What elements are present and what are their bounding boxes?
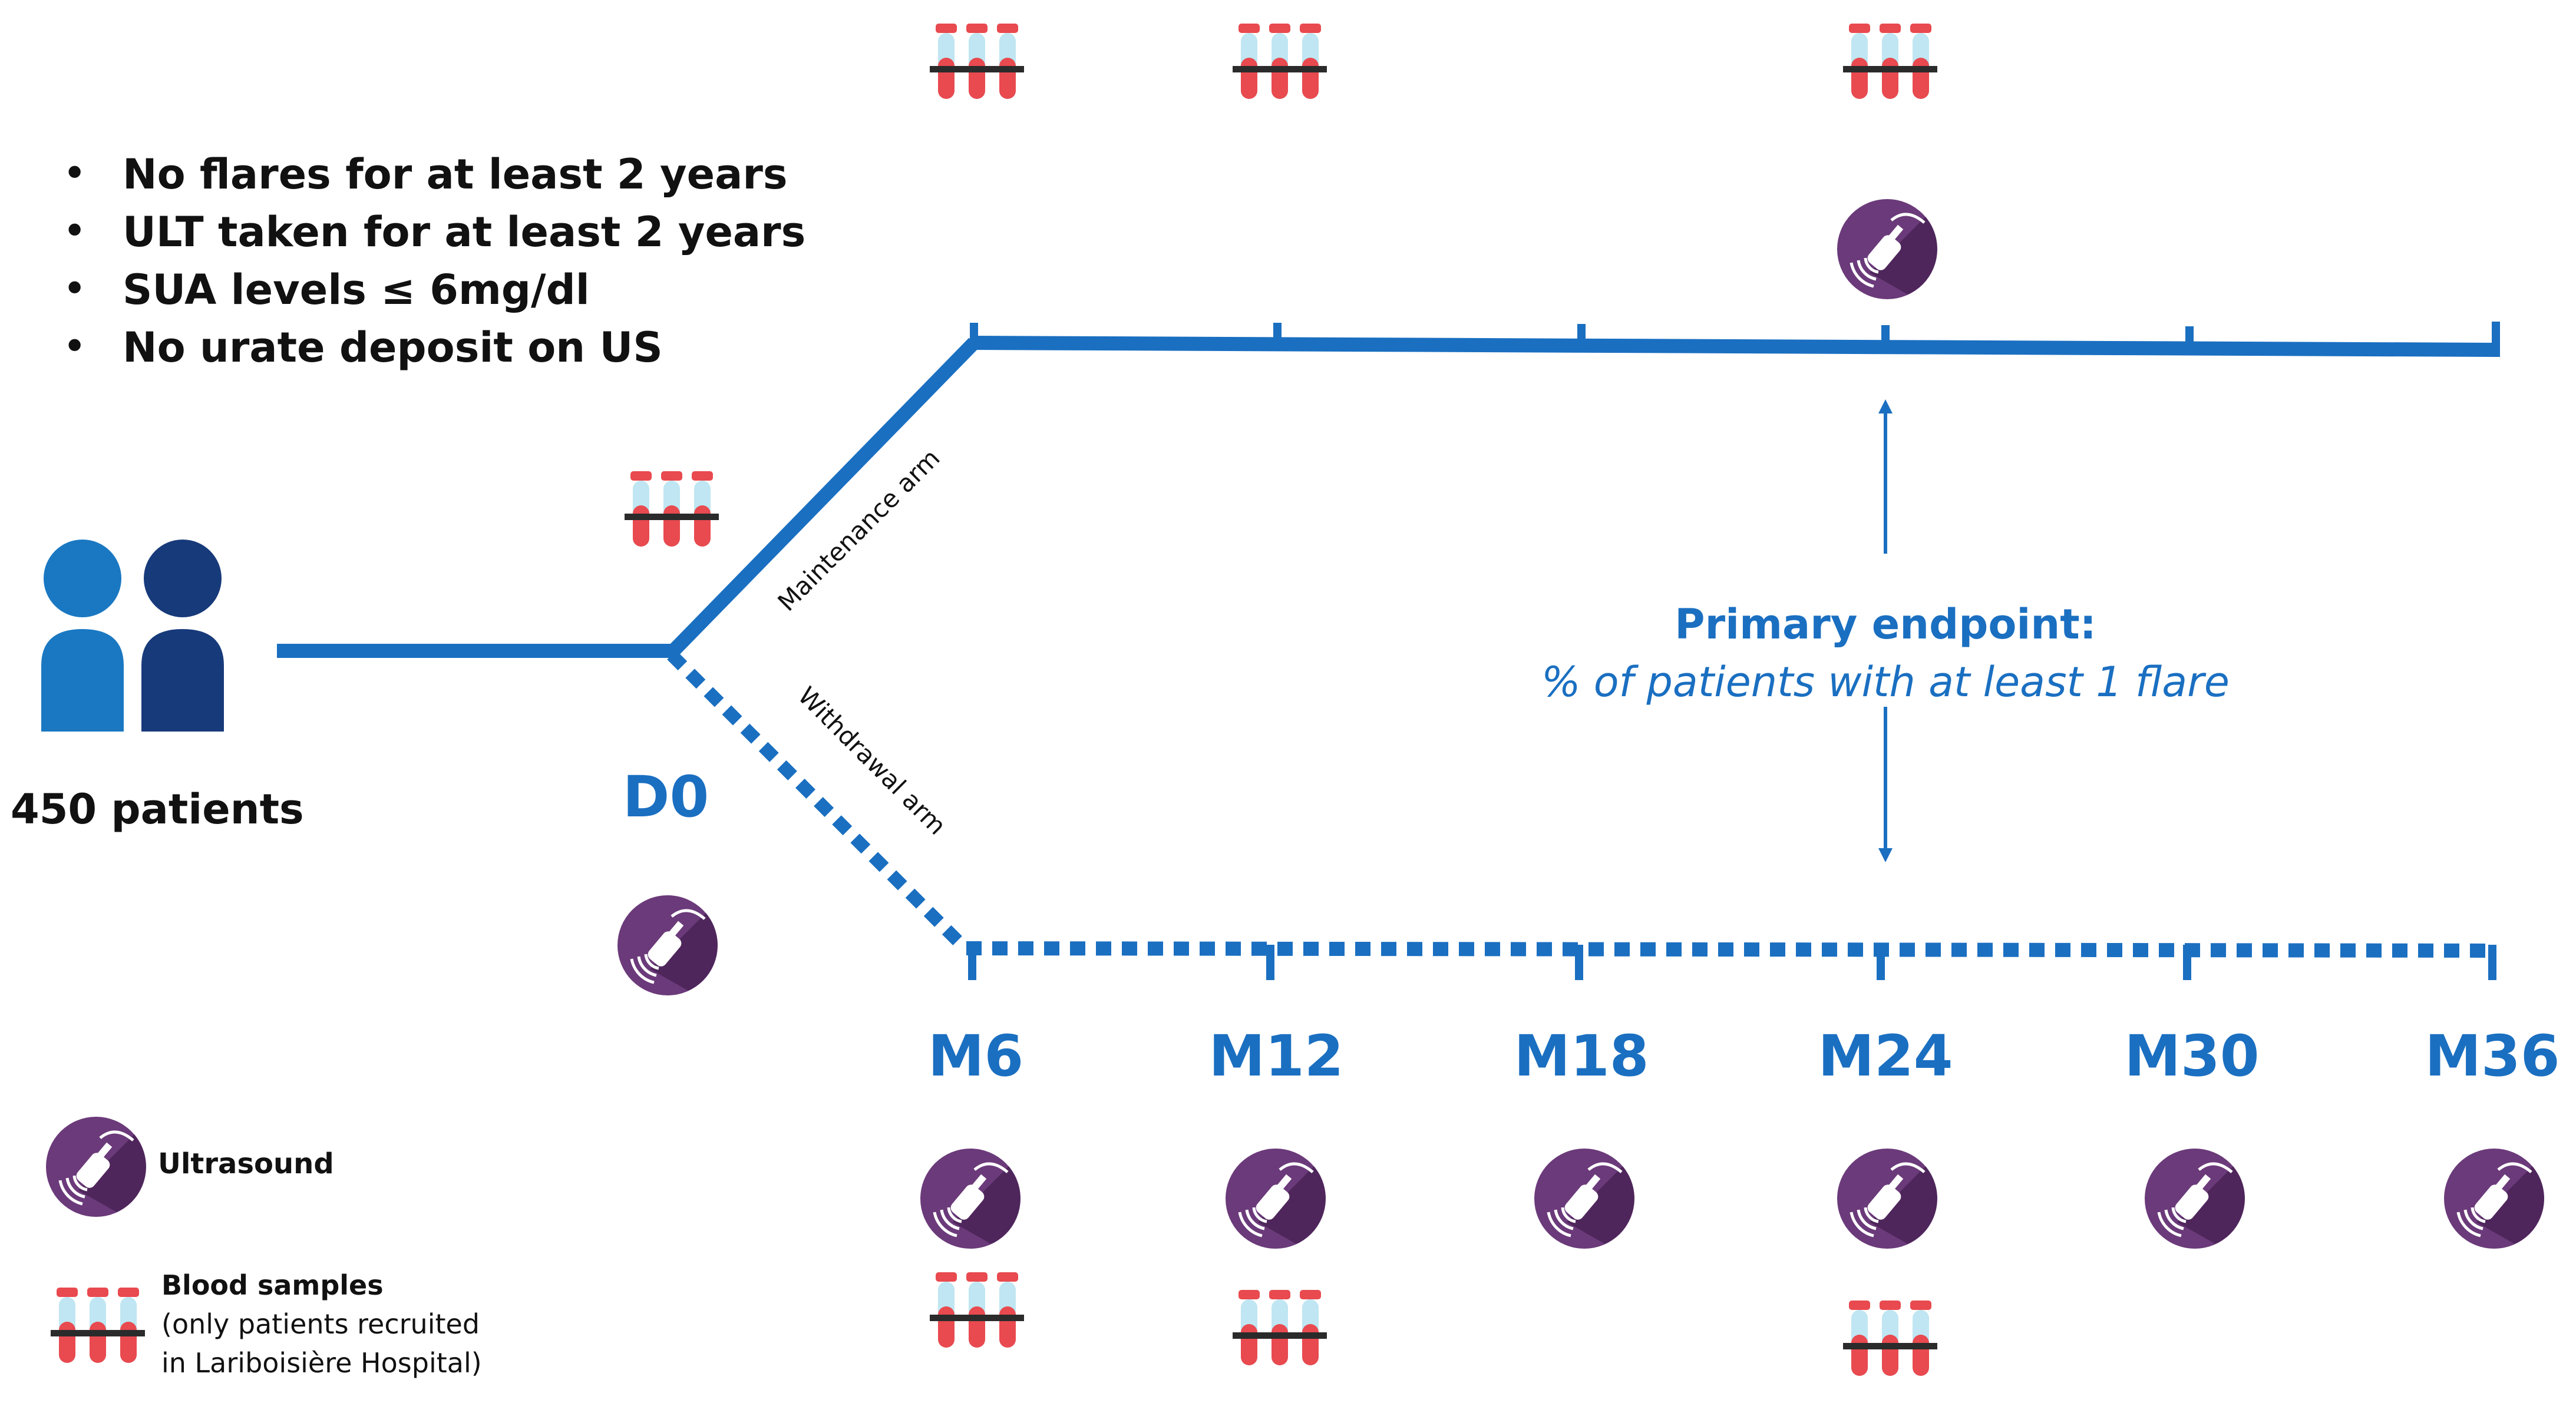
timepoint-m12: M12 [1208, 1023, 1343, 1089]
timepoint-m36: M36 [2425, 1023, 2560, 1089]
withdrawal-ticks [968, 945, 2496, 980]
withdrawal-arm-line [667, 650, 964, 947]
blood-tubes-icon [1843, 1301, 1937, 1376]
legend-blood-note-2: in Lariboisière Hospital) [161, 1347, 482, 1379]
blood-tubes-icon [930, 1272, 1024, 1348]
legend-blood-note-1: (only patients recruited [161, 1308, 480, 1340]
people-icon [41, 540, 224, 732]
ultrasound-probe-icon [1534, 1149, 1634, 1249]
timepoint-m24: M24 [1818, 1023, 1953, 1089]
endpoint-title: Primary endpoint: [1675, 600, 2096, 648]
patients-label: 450 patients [11, 785, 304, 833]
timepoint-m6: M6 [928, 1023, 1023, 1089]
criterion-2: ULT taken for at least 2 years [123, 208, 805, 256]
blood-tubes-icon [625, 471, 719, 547]
withdrawal-timeline [966, 941, 2496, 958]
maintenance-timeline [972, 336, 2499, 357]
criterion-3: SUA levels ≤ 6mg/dl [123, 266, 590, 314]
endpoint-description: % of patients with at least 1 flare [1541, 658, 2230, 706]
legend-ultrasound-icon [46, 1117, 146, 1217]
bullet-dot: • [62, 322, 87, 370]
ultrasound-probe-icon [2444, 1149, 2544, 1249]
criterion-4: No urate deposit on US [123, 323, 663, 372]
legend-ultrasound-label: Ultrasound [158, 1147, 334, 1180]
ultrasound-probe-icon [2145, 1149, 2245, 1249]
ultrasound-probe-icon [1226, 1149, 1326, 1249]
blood-tubes-icon [930, 24, 1024, 99]
timepoint-labels: M6 M12 M18 M24 M30 M36 [928, 1023, 2560, 1089]
bullet-dot: • [62, 207, 87, 255]
maintenance-ticks [970, 322, 2500, 357]
ultrasound-probe-icon [1837, 199, 1937, 299]
criterion-1: No flares for at least 2 years [123, 150, 788, 198]
blood-tubes-icon [1843, 24, 1937, 99]
blood-tubes-icon [1233, 24, 1327, 99]
bullet-dot: • [62, 264, 87, 313]
withdrawal-arm-label: Withdrawal arm [792, 681, 952, 840]
ultrasound-probe-icon [1837, 1149, 1937, 1249]
legend-blood-icon [51, 1288, 145, 1363]
legend: Ultrasound Blood samples (only patients … [46, 1117, 482, 1379]
inclusion-criteria-list: • No flares for at least 2 years • ULT t… [62, 149, 805, 372]
blood-tubes-icon [1233, 1290, 1327, 1365]
timepoint-m30: M30 [2124, 1023, 2259, 1089]
legend-blood-title: Blood samples [161, 1269, 384, 1301]
baseline-label: D0 [623, 764, 709, 830]
ultrasound-probe-icon [617, 895, 718, 995]
bullet-dot: • [62, 149, 87, 197]
timepoint-m18: M18 [1514, 1023, 1649, 1089]
maintenance-arm-line [665, 337, 979, 659]
ultrasound-probe-icon [920, 1149, 1021, 1249]
